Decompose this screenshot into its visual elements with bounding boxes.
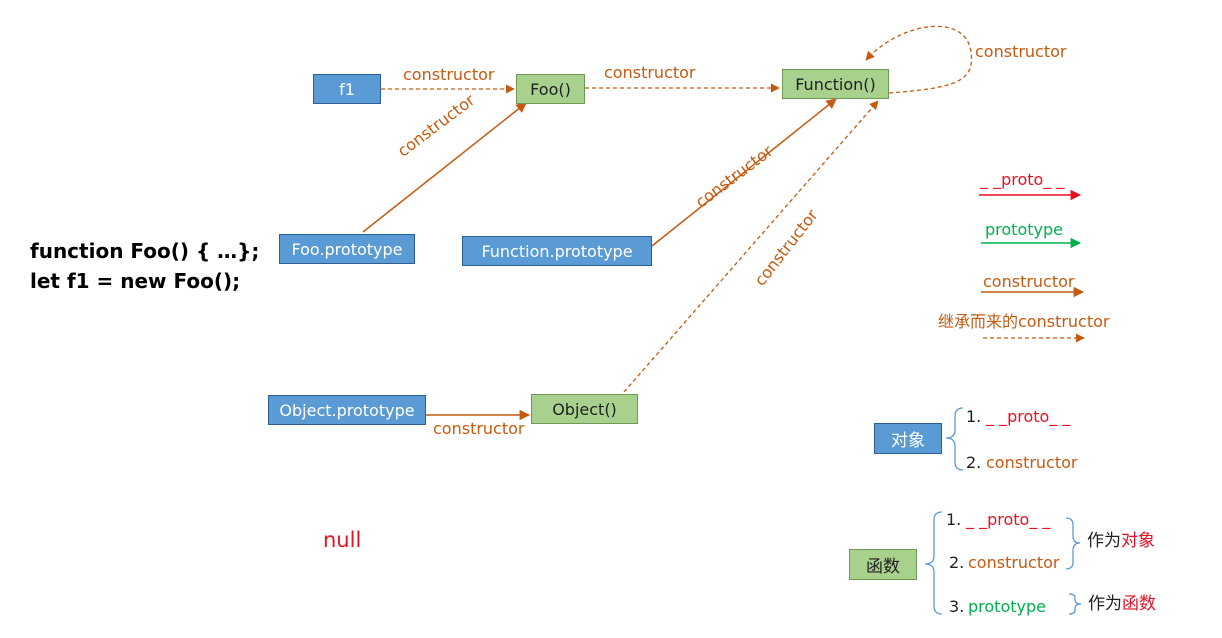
- function-item2-number: 2.: [949, 553, 965, 572]
- object-item1-number: 1.: [966, 407, 982, 426]
- function-summary-box: 函数: [849, 549, 917, 580]
- function-brace: [924, 511, 943, 615]
- function-item2: constructor: [968, 553, 1060, 572]
- edge-function-self: [865, 25, 973, 94]
- function-item3-number: 3.: [949, 597, 965, 616]
- edge-fooproto-to-foo: [362, 102, 527, 233]
- object-brace: [945, 407, 964, 471]
- function-item3: prototype: [968, 597, 1046, 616]
- edge-object-to-function: [623, 100, 879, 393]
- function-item1-number: 1.: [946, 510, 962, 529]
- label-foo-to-function: constructor: [604, 63, 696, 82]
- node-null: null: [323, 528, 362, 552]
- function-item1: _ _proto_ _: [966, 510, 1051, 529]
- node-object: Object(): [531, 394, 638, 424]
- legend-inherited-label: 继承而来的constructor: [938, 312, 1110, 331]
- code-block: function Foo() { …}; let f1 = new Foo();: [30, 236, 259, 296]
- code-line-2: let f1 = new Foo();: [30, 269, 241, 293]
- legend-proto-label: _ _proto_ _: [980, 170, 1065, 189]
- as-object-note: 作为对象: [1087, 533, 1155, 550]
- node-object-prototype: Object.prototype: [268, 395, 426, 425]
- node-foo: Foo(): [516, 74, 585, 104]
- as-object-prefix: 作为: [1087, 531, 1121, 551]
- object-item2: constructor: [986, 453, 1078, 472]
- legend-prototype-label: prototype: [985, 220, 1063, 239]
- label-objectproto-to-object: constructor: [433, 419, 525, 438]
- as-object-suffix: 对象: [1121, 531, 1155, 551]
- legend-constructor-label: constructor: [983, 272, 1075, 291]
- as-function-brace: [1068, 593, 1082, 615]
- label-f1-to-foo: constructor: [403, 65, 495, 84]
- object-item1: _ _proto_ _: [986, 407, 1071, 426]
- as-function-prefix: 作为: [1088, 594, 1122, 614]
- edge-functionproto-to-function: [651, 98, 837, 247]
- as-function-note: 作为函数: [1088, 596, 1156, 613]
- as-function-suffix: 函数: [1122, 594, 1156, 614]
- node-foo-prototype: Foo.prototype: [279, 234, 415, 264]
- label-function-self: constructor: [975, 42, 1067, 61]
- object-item2-number: 2.: [966, 453, 982, 472]
- object-summary-box: 对象: [874, 423, 942, 454]
- as-object-brace: [1065, 517, 1081, 570]
- code-line-1: function Foo() { …};: [30, 239, 260, 263]
- node-function: Function(): [782, 69, 889, 99]
- node-function-prototype: Function.prototype: [462, 236, 652, 266]
- node-f1: f1: [313, 74, 381, 104]
